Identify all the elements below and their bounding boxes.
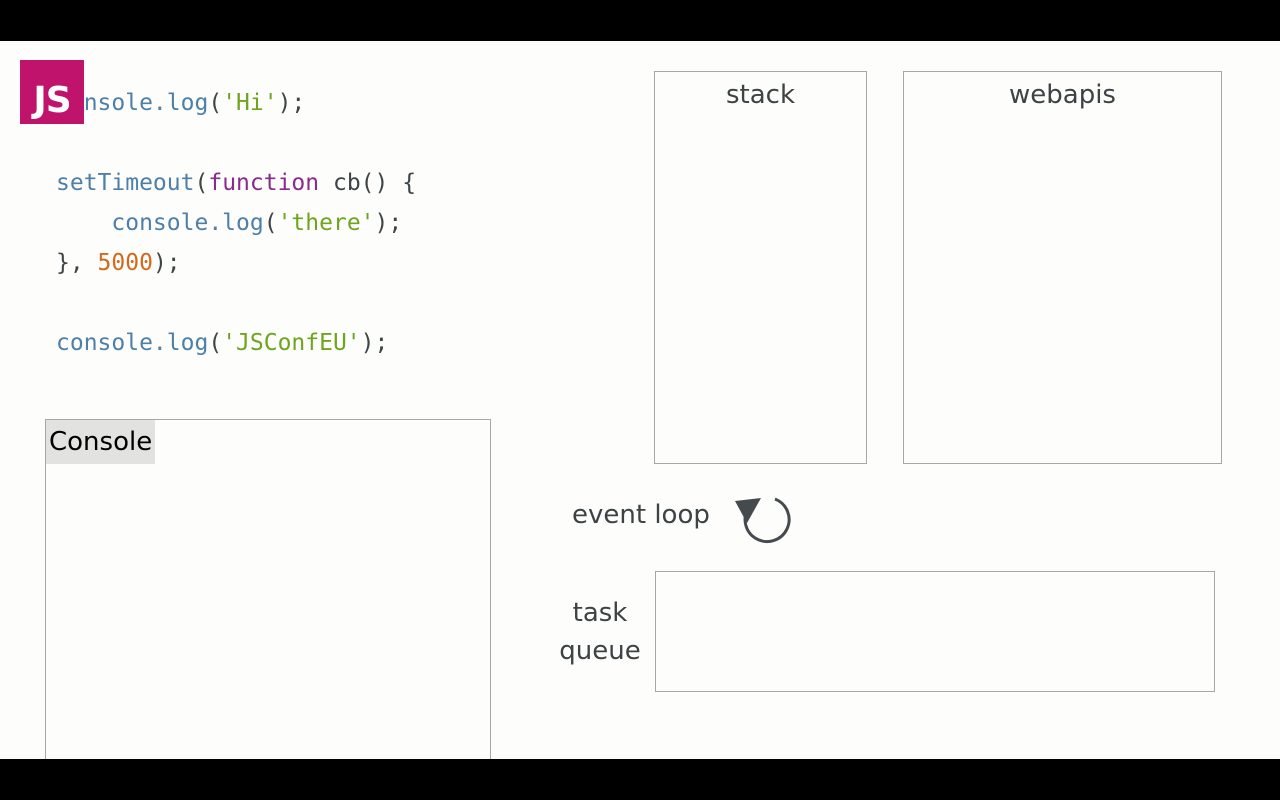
webapis-panel: webapis (903, 71, 1222, 464)
code-token: ( (208, 330, 223, 356)
code-line: console.log('JSConfEU'); (56, 328, 388, 358)
console-panel: Console (45, 419, 491, 759)
code-token: 'there' (277, 210, 375, 236)
code-line: console.log('Hi'); (56, 88, 305, 118)
code-line: setTimeout(function cb() { (56, 168, 416, 198)
code-token: setTimeout (56, 170, 195, 196)
console-title: Console (46, 420, 156, 464)
code-line: }, 5000); (56, 248, 181, 278)
event-loop-label: event loop (572, 500, 710, 530)
code-token: console.log (56, 330, 209, 356)
stack-title: stack (725, 80, 796, 110)
code-line: console.log('there'); (56, 208, 402, 238)
code-token: function (208, 170, 320, 196)
code-token: ); (360, 330, 389, 356)
code-token: ); (277, 90, 306, 116)
code-token: ); (152, 250, 181, 276)
slide-canvas: JS console.log('Hi'); setTimeout(functio… (0, 41, 1280, 759)
code-token: ( (194, 170, 209, 196)
js-logo: JS (20, 60, 84, 124)
code-token: 'Hi' (222, 90, 278, 116)
code-token: ( (208, 90, 223, 116)
code-token: cb() { (319, 170, 417, 196)
task-queue-label-line2: queue (559, 636, 641, 666)
task-queue-label-line1: task (572, 598, 628, 628)
task-queue-panel (655, 571, 1215, 692)
code-token: }, (56, 250, 98, 276)
code-token: console.log (56, 210, 264, 236)
webapis-title: webapis (1009, 80, 1116, 110)
task-queue-label: task queue (548, 594, 652, 670)
code-token: ); (374, 210, 403, 236)
refresh-icon (735, 497, 791, 543)
code-token: ( (263, 210, 278, 236)
stack-panel: stack (654, 71, 867, 464)
code-token: 5000 (97, 250, 153, 276)
code-token: 'JSConfEU' (222, 330, 361, 356)
